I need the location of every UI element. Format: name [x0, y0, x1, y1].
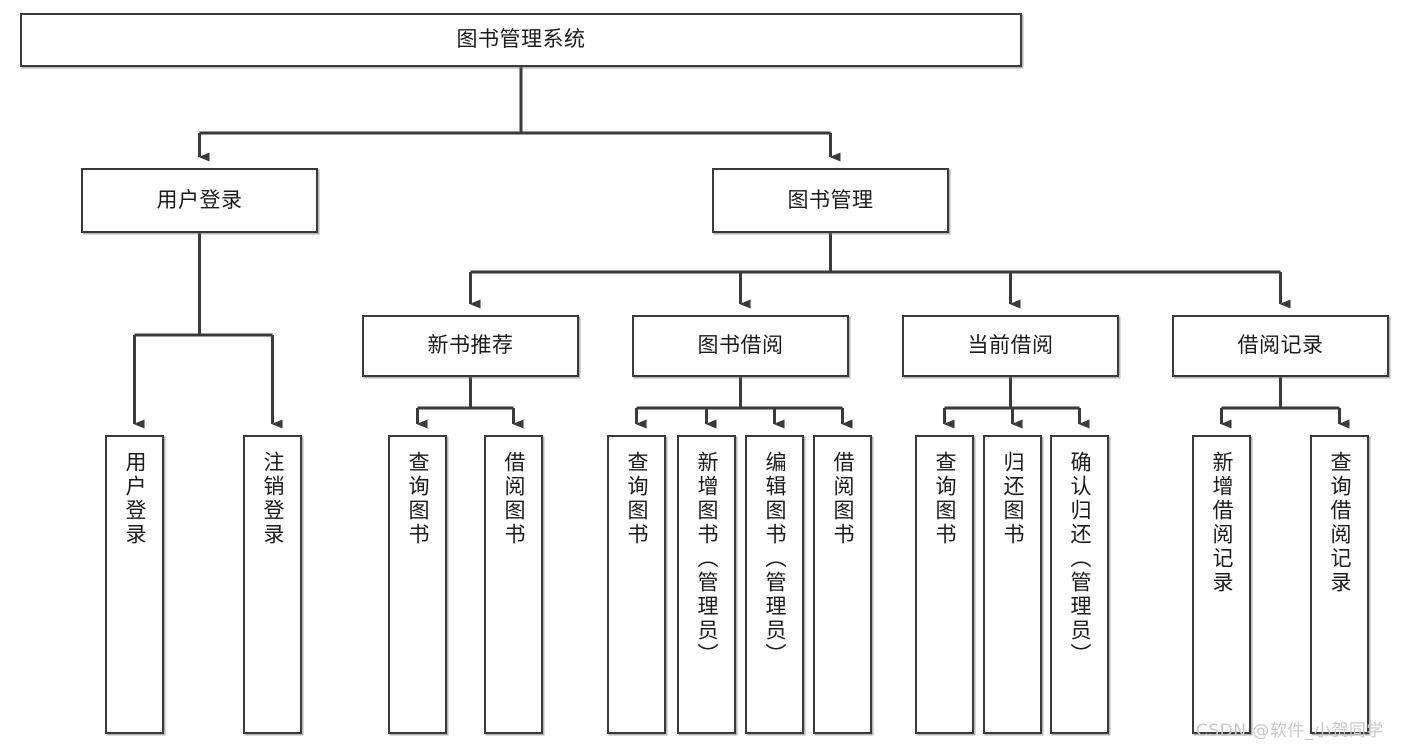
level3-node-0[interactable]: 新书推荐	[362, 315, 579, 377]
leaf-node-label: 查询借阅记录	[1328, 451, 1352, 595]
leaf-node-label: 编辑图书（管理员）	[763, 451, 787, 667]
leaf-node-5[interactable]: 新增图书（管理员）	[677, 435, 736, 734]
leaf-node-7[interactable]: 借阅图书	[813, 435, 872, 734]
leaf-node-label: 确认归还（管理员）	[1068, 451, 1092, 667]
leaf-node-8[interactable]: 查询图书	[915, 435, 974, 734]
leaf-node-label: 用户登录	[123, 451, 147, 547]
leaf-node-label: 查询图书	[933, 451, 957, 547]
root-node-0[interactable]: 图书管理系统	[20, 13, 1022, 67]
level2-node-label: 图书管理	[787, 187, 874, 212]
level3-node-1[interactable]: 图书借阅	[632, 315, 849, 377]
leaf-node-6[interactable]: 编辑图书（管理员）	[745, 435, 804, 734]
leaf-node-9[interactable]: 归还图书	[983, 435, 1042, 734]
leaf-node-0[interactable]: 用户登录	[105, 435, 164, 734]
leaf-node-4[interactable]: 查询图书	[607, 435, 666, 734]
level3-node-3[interactable]: 借阅记录	[1172, 315, 1389, 377]
leaf-node-label: 新增图书（管理员）	[695, 451, 719, 667]
leaf-node-1[interactable]: 注销登录	[243, 435, 302, 734]
level3-node-label: 图书借阅	[697, 333, 784, 358]
leaf-node-label: 查询图书	[406, 451, 430, 547]
leaf-node-label: 新增借阅记录	[1210, 451, 1234, 595]
level2-node-label: 用户登录	[156, 187, 243, 212]
level3-node-label: 新书推荐	[427, 333, 514, 358]
leaf-node-2[interactable]: 查询图书	[388, 435, 447, 734]
level3-node-2[interactable]: 当前借阅	[902, 315, 1119, 377]
level3-node-label: 当前借阅	[967, 333, 1054, 358]
level3-node-label: 借阅记录	[1237, 333, 1324, 358]
leaf-node-label: 注销登录	[261, 451, 285, 547]
leaf-node-12[interactable]: 查询借阅记录	[1310, 435, 1369, 734]
root-node-label: 图书管理系统	[456, 27, 586, 52]
level2-node-1[interactable]: 图书管理	[712, 168, 949, 233]
leaf-node-label: 借阅图书	[831, 451, 855, 547]
leaf-node-11[interactable]: 新增借阅记录	[1192, 435, 1251, 734]
leaf-node-10[interactable]: 确认归还（管理员）	[1050, 435, 1109, 734]
level2-node-0[interactable]: 用户登录	[81, 168, 318, 233]
leaf-node-label: 归还图书	[1001, 451, 1025, 547]
leaf-node-label: 查询图书	[625, 451, 649, 547]
leaf-node-3[interactable]: 借阅图书	[484, 435, 543, 734]
leaf-node-label: 借阅图书	[502, 451, 526, 547]
